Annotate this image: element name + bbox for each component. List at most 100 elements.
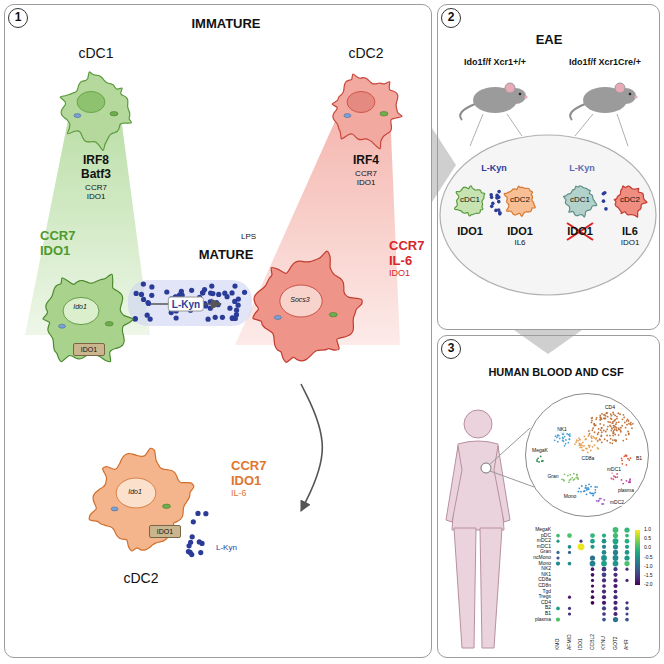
cell-point — [598, 432, 600, 434]
cell-label: IL6 — [622, 225, 638, 237]
mature-cell: IDO1CCR7IDO1 — [26, 229, 151, 379]
zoom-line — [470, 114, 483, 146]
marker-label: CCR7 — [389, 239, 424, 253]
kynurenine-dot — [191, 519, 196, 524]
cell-point — [622, 418, 624, 420]
cell-point — [572, 479, 574, 481]
cell-point — [569, 474, 571, 476]
colorbar-tick: 0.0 — [644, 545, 651, 551]
kynurenine-dot — [495, 196, 499, 200]
organelle — [344, 114, 351, 118]
edge-label: L-Kyn — [168, 297, 204, 312]
kynurenine-dot — [198, 550, 203, 555]
expression-dot — [590, 533, 595, 538]
expression-dot — [556, 551, 559, 554]
cell-body — [60, 72, 131, 151]
cell-point — [620, 431, 622, 433]
expression-dot — [602, 618, 606, 622]
cell-point — [610, 413, 612, 415]
cell-point — [591, 418, 593, 420]
cell-point — [594, 491, 596, 493]
cluster — [577, 483, 598, 496]
cell-point — [615, 426, 617, 428]
cell-point — [611, 418, 613, 420]
colorbar-tick: -2.0 — [644, 582, 653, 588]
mouse-ear — [505, 83, 515, 93]
cell-point — [606, 435, 608, 437]
cell-point — [601, 427, 603, 429]
cell-point — [603, 424, 605, 426]
cell-point — [621, 463, 623, 465]
axis-label: KMO — [555, 639, 561, 650]
callout-number: 2 — [448, 11, 455, 24]
cell-point — [589, 492, 591, 494]
cell-point — [600, 419, 602, 421]
cell-point — [588, 488, 590, 490]
cell-point — [540, 456, 542, 458]
expression-dot — [556, 562, 560, 566]
kynurenine-dot — [200, 290, 205, 295]
cell-body — [455, 186, 485, 216]
cell-body — [332, 74, 402, 149]
cell-point — [626, 420, 628, 422]
cell-point — [581, 485, 583, 487]
cell-point — [614, 419, 616, 421]
head — [464, 410, 492, 438]
cell-point — [586, 448, 588, 450]
cluster — [621, 478, 631, 484]
expression-dot — [568, 612, 571, 615]
expression-dot — [624, 527, 629, 532]
cell-point — [583, 490, 585, 492]
panel-heading: MATURE — [199, 248, 254, 262]
cell-point — [564, 473, 566, 475]
colorbar-tick: -1.5 — [644, 573, 653, 579]
expression-dot — [625, 618, 629, 622]
cell-point — [598, 428, 600, 430]
cell-point — [617, 412, 619, 414]
expression-dot — [613, 533, 618, 538]
cell-point — [596, 486, 598, 488]
kynurenine-dot — [208, 306, 213, 311]
cell-point — [605, 415, 607, 417]
kynurenine-dot — [188, 540, 193, 545]
zoom-line — [617, 114, 628, 146]
cell-point — [628, 434, 630, 436]
cell-point — [612, 435, 614, 437]
cell-point — [629, 479, 631, 481]
colorbar-tick: -0.5 — [644, 555, 653, 561]
cell-body — [89, 448, 194, 551]
cell-point — [599, 498, 601, 500]
cell-point — [615, 440, 617, 442]
expression-dot — [624, 555, 629, 560]
cell-point — [610, 417, 612, 419]
mouse-nose — [524, 95, 527, 98]
cell-point — [616, 422, 618, 424]
nucleus — [116, 478, 156, 508]
kynurenine-dot — [604, 207, 608, 211]
cell-point — [590, 486, 592, 488]
cell-point — [559, 438, 561, 440]
cell-point — [592, 495, 594, 497]
cell-point — [606, 440, 608, 442]
kynurenine-dot — [494, 209, 498, 213]
kynurenine-dot — [188, 550, 193, 555]
cell-point — [580, 491, 582, 493]
cell-point — [568, 438, 570, 440]
cell-label: IDO1 — [567, 225, 593, 237]
cell-point — [632, 423, 634, 425]
cell-point — [588, 430, 590, 432]
connector-arrow — [301, 384, 322, 511]
cell-point — [589, 445, 591, 447]
cell-point — [568, 481, 570, 483]
kynurenine-dot — [229, 290, 234, 295]
cell-point — [606, 429, 608, 431]
cell-point — [601, 441, 603, 443]
expression-dot — [625, 612, 628, 615]
knockout-cross — [567, 223, 593, 240]
cell-point — [577, 440, 579, 442]
enzyme-box: IDO1 — [149, 525, 181, 538]
kynurenine-dot — [602, 199, 606, 203]
cell-point — [620, 427, 622, 429]
cell-point — [622, 440, 624, 442]
nucleus — [280, 285, 322, 317]
